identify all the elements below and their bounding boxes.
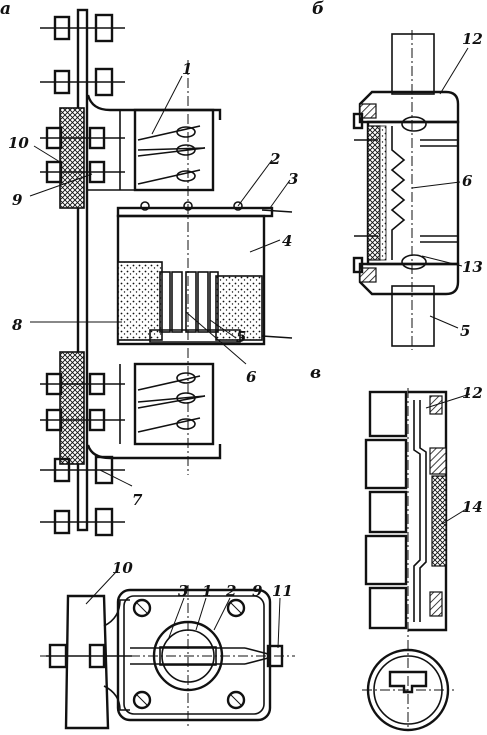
callout-7: 7 (132, 491, 143, 509)
view-c-section (362, 388, 454, 732)
callout-3-plan: 3 (178, 582, 188, 600)
callout-5-b: 5 (460, 322, 470, 340)
callout-10-plan: 10 (112, 559, 133, 577)
callout-6: 6 (246, 368, 257, 386)
fuse-cartridge (116, 201, 293, 346)
callout-9: 9 (12, 191, 23, 209)
callout-9-plan: 9 (252, 582, 263, 600)
view-b-section (352, 30, 460, 350)
panel-labels: а б в (0, 0, 324, 383)
panel-label-b: б (312, 0, 324, 19)
callout-1-plan: 1 (202, 582, 212, 600)
callout-1: 1 (182, 60, 192, 78)
view-a-front (40, 8, 293, 537)
callout-2-plan: 2 (225, 582, 236, 600)
top-terminal-studs (40, 13, 125, 97)
view-a-plan (40, 585, 295, 730)
panel-label-a: а (0, 0, 11, 19)
callout-11: 11 (272, 582, 293, 600)
callout-12: 12 (462, 30, 483, 48)
leader-lines (29, 47, 471, 649)
callout-12-c: 12 (462, 384, 483, 402)
callout-5: 5 (236, 328, 246, 346)
callout-10: 10 (8, 134, 29, 152)
callout-13: 13 (462, 258, 483, 276)
callout-2: 2 (269, 150, 280, 168)
callout-4: 4 (282, 232, 292, 250)
callout-labels: 1 2 3 4 5 6 7 8 9 10 10 3 1 2 9 11 12 6 … (8, 30, 483, 600)
callout-6-b: 6 (462, 172, 473, 190)
callout-14: 14 (462, 498, 483, 516)
callout-3: 3 (288, 170, 298, 188)
panel-label-c: в (310, 363, 321, 383)
fuse-elements (159, 271, 219, 333)
callout-8: 8 (12, 316, 23, 334)
